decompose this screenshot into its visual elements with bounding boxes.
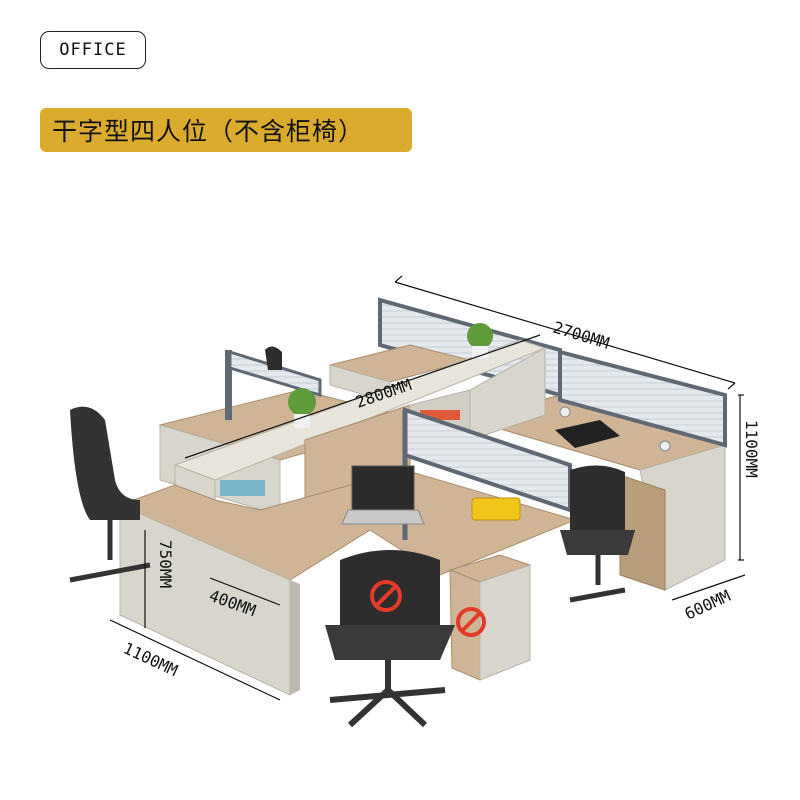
- dimension-lines: [109, 275, 746, 701]
- back-left-screen: [225, 349, 322, 420]
- prohibited-icon: [370, 580, 402, 612]
- dim-width-front: 1100MM: [120, 638, 180, 680]
- front-desk: [118, 469, 577, 696]
- mobile-pedestal: [448, 554, 532, 681]
- plant-left: [288, 388, 316, 428]
- product-title: 干字型四人位（不含柜椅）: [40, 108, 412, 152]
- laptop: [341, 465, 425, 525]
- chair-front: [325, 550, 455, 728]
- chair-right: [560, 465, 635, 603]
- prohibited-icon: [456, 607, 486, 637]
- office-badge: OFFICE: [40, 31, 146, 69]
- dim-depth-right: 600MM: [682, 586, 734, 624]
- dim-width-top: 2700MM: [551, 318, 612, 353]
- dim-desk-height: 750MM: [156, 540, 175, 588]
- desk-clock: [471, 497, 521, 521]
- chair-back: [265, 346, 282, 370]
- dim-height-right: 1100MM: [742, 420, 761, 478]
- chair-left: [69, 406, 151, 583]
